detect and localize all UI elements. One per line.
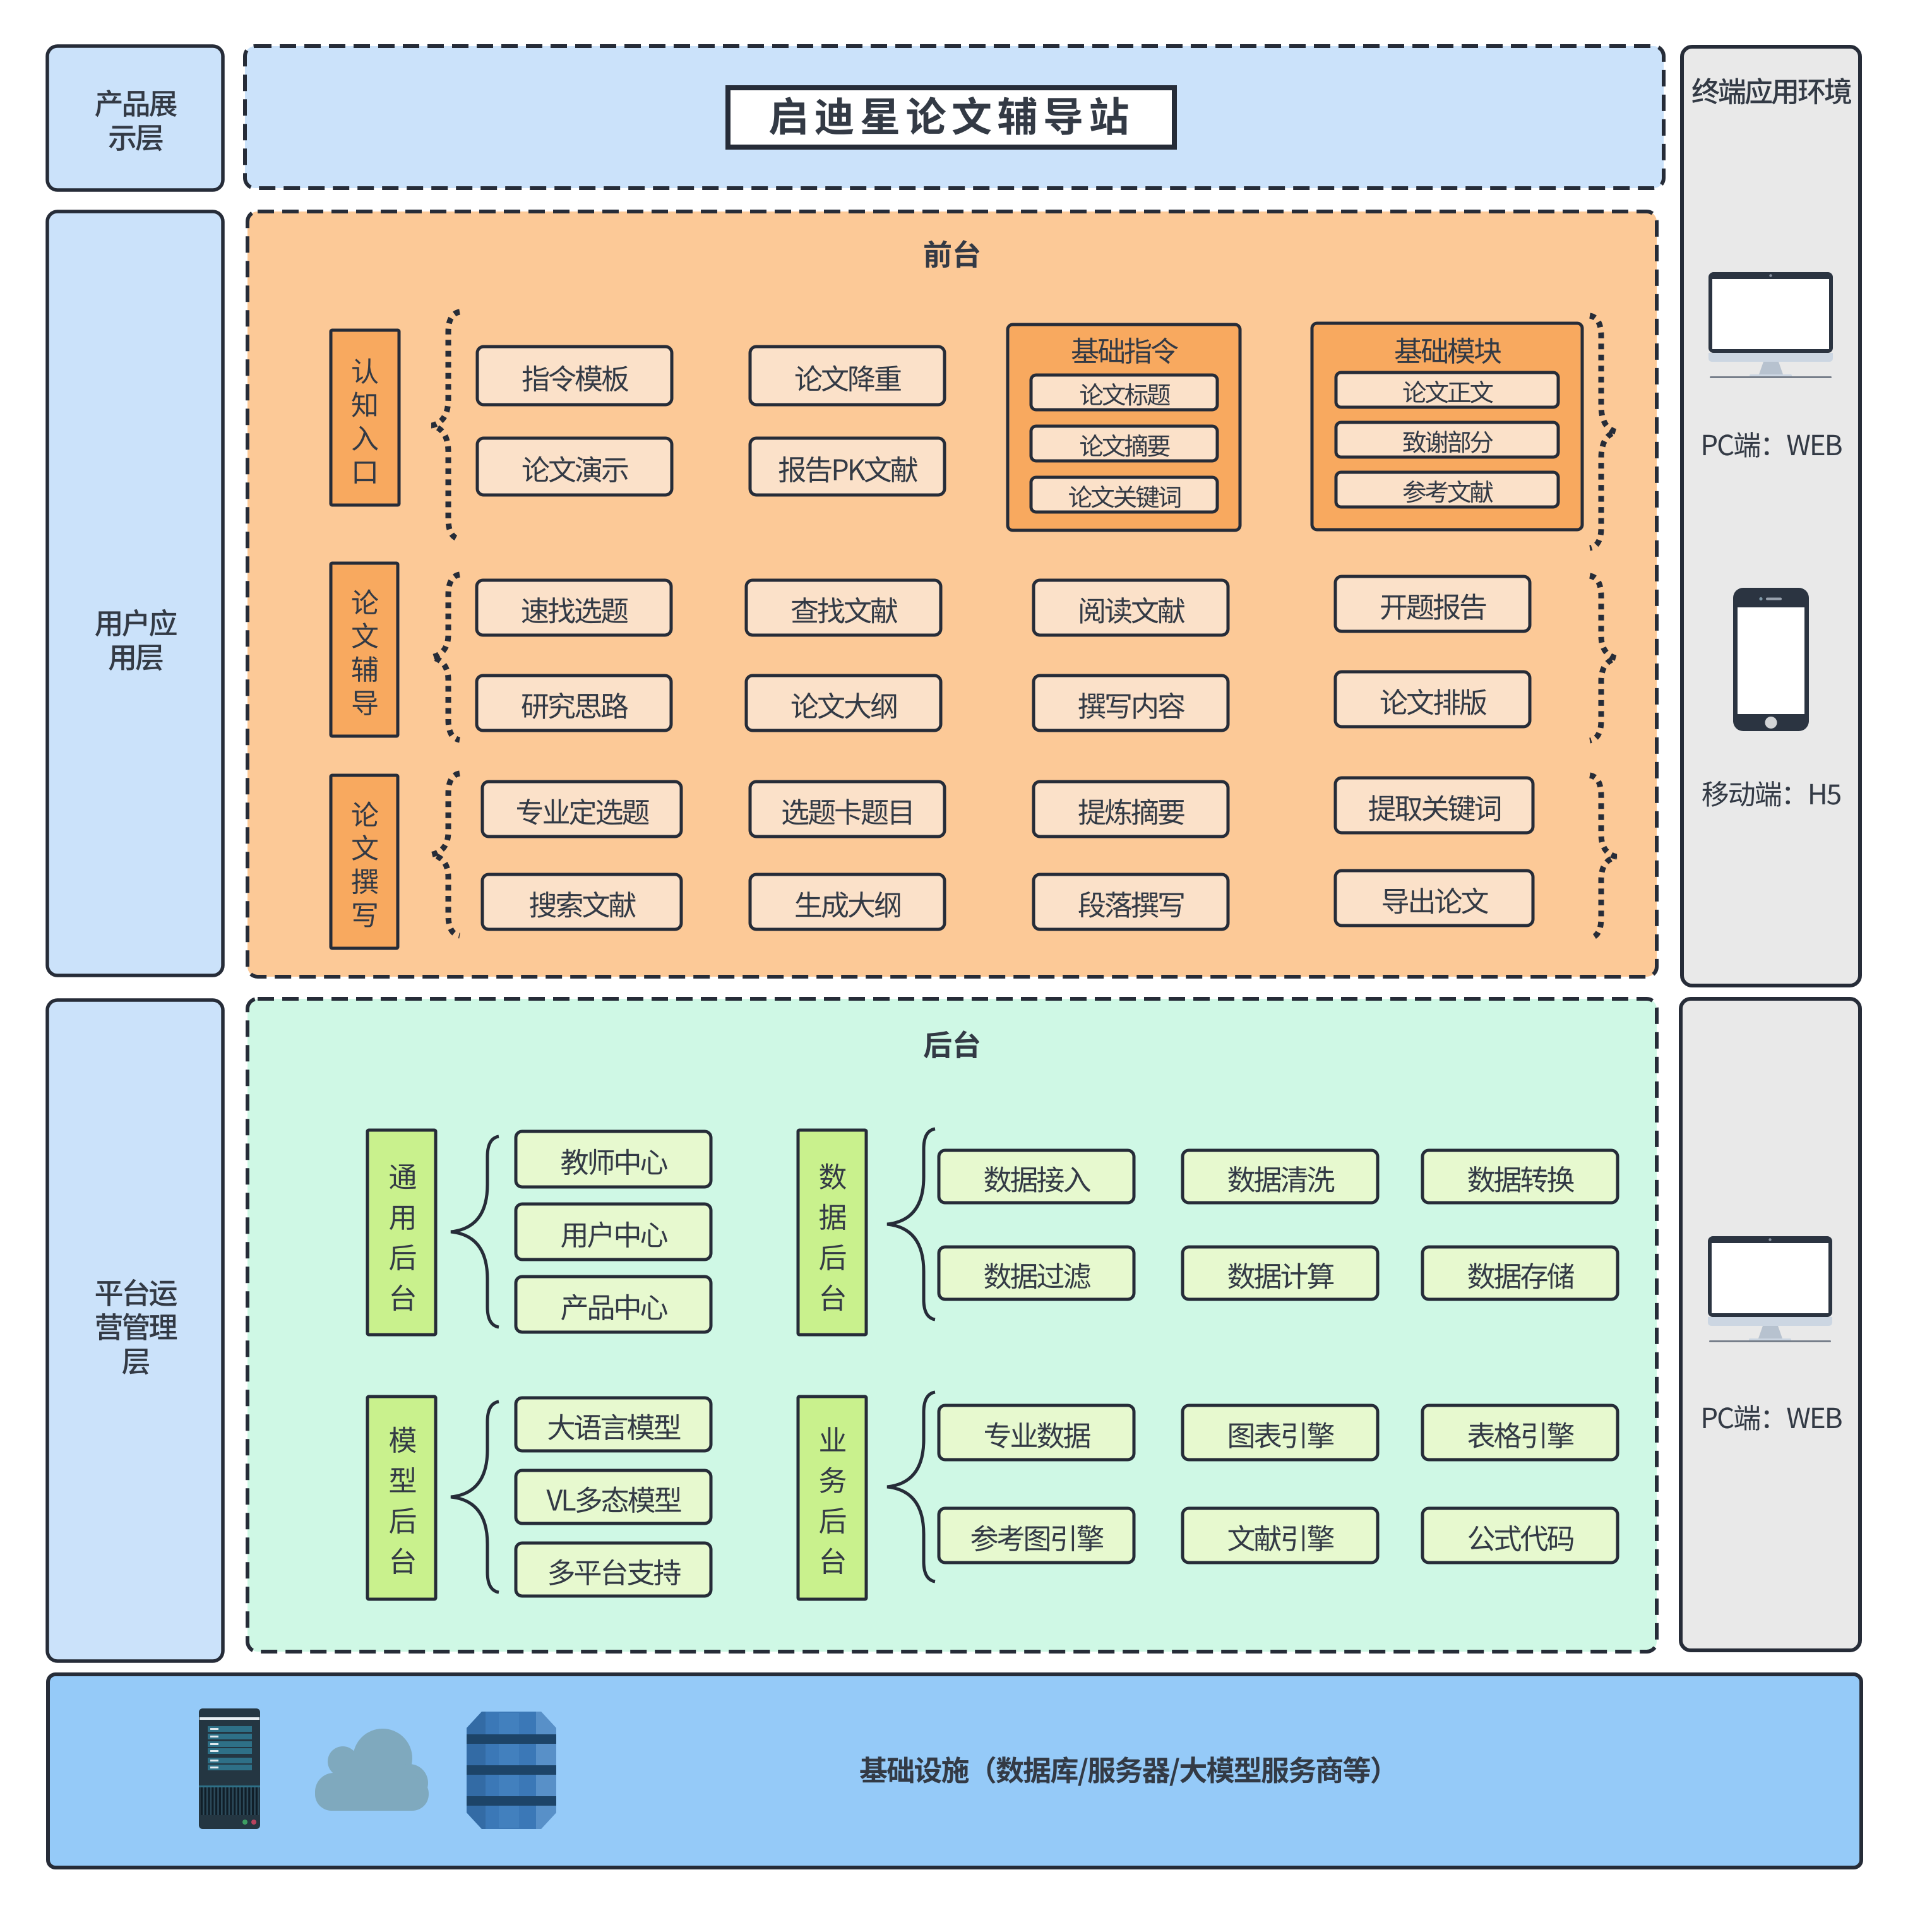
svg-text:表格引擎: 表格引擎 bbox=[1467, 1414, 1574, 1455]
svg-text:基础设施（数据库/服务器/大模型服务商等）: 基础设施（数据库/服务器/大模型服务商等） bbox=[859, 1748, 1397, 1789]
svg-text:平台运: 平台运 bbox=[95, 1271, 177, 1313]
svg-text:口: 口 bbox=[351, 450, 379, 491]
svg-text:论文标题: 论文标题 bbox=[1079, 376, 1171, 412]
svg-text:数据清洗: 数据清洗 bbox=[1227, 1157, 1334, 1198]
svg-text:后台: 后台 bbox=[923, 1023, 981, 1064]
svg-text:通: 通 bbox=[388, 1155, 417, 1196]
svg-text:专业定选题: 专业定选题 bbox=[515, 790, 649, 831]
svg-text:PC端：WEB: PC端：WEB bbox=[1700, 1396, 1841, 1436]
svg-text:论文排版: 论文排版 bbox=[1380, 680, 1487, 721]
svg-text:专业数据: 专业数据 bbox=[983, 1414, 1090, 1455]
svg-text:台: 台 bbox=[818, 1276, 847, 1317]
svg-text:导: 导 bbox=[351, 681, 379, 722]
svg-text:基础指令: 基础指令 bbox=[1071, 329, 1178, 370]
svg-text:模: 模 bbox=[388, 1418, 417, 1459]
svg-text:文: 文 bbox=[351, 826, 379, 867]
svg-text:基础模块: 基础模块 bbox=[1394, 329, 1501, 370]
svg-text:导出论文: 导出论文 bbox=[1381, 879, 1488, 920]
svg-text:型: 型 bbox=[388, 1458, 417, 1499]
svg-text:开题报告: 开题报告 bbox=[1380, 585, 1486, 626]
svg-text:辅: 辅 bbox=[351, 648, 379, 688]
svg-text:用: 用 bbox=[388, 1195, 417, 1236]
svg-text:后: 后 bbox=[388, 1499, 417, 1540]
svg-text:生成大纲: 生成大纲 bbox=[794, 883, 900, 924]
svg-text:数据接入: 数据接入 bbox=[983, 1157, 1090, 1198]
svg-text:研究思路: 研究思路 bbox=[521, 684, 628, 725]
svg-text:段落撰写: 段落撰写 bbox=[1078, 883, 1184, 924]
svg-text:用户中心: 用户中心 bbox=[560, 1213, 667, 1254]
svg-text:后: 后 bbox=[388, 1236, 417, 1277]
svg-text:公式代码: 公式代码 bbox=[1467, 1517, 1573, 1558]
svg-text:提取关键词: 提取关键词 bbox=[1368, 786, 1500, 827]
svg-text:撰: 撰 bbox=[351, 860, 379, 900]
svg-text:速找选题: 速找选题 bbox=[521, 588, 628, 629]
svg-text:大语言模型: 大语言模型 bbox=[547, 1405, 680, 1446]
svg-text:论: 论 bbox=[351, 793, 379, 833]
svg-text:参考图引擎: 参考图引擎 bbox=[970, 1517, 1104, 1558]
svg-text:示层: 示层 bbox=[108, 116, 163, 157]
svg-text:选题卡题目: 选题卡题目 bbox=[781, 790, 914, 831]
svg-text:产品中心: 产品中心 bbox=[560, 1285, 667, 1326]
svg-text:数据过滤: 数据过滤 bbox=[983, 1254, 1090, 1295]
svg-text:后: 后 bbox=[818, 1499, 847, 1540]
svg-text:终端应用环境: 终端应用环境 bbox=[1691, 69, 1852, 110]
svg-text:阅读文献: 阅读文献 bbox=[1078, 588, 1185, 629]
svg-text:参考文献: 参考文献 bbox=[1402, 474, 1493, 509]
svg-text:用户应: 用户应 bbox=[95, 601, 177, 643]
svg-text:图表引擎: 图表引擎 bbox=[1227, 1414, 1334, 1455]
svg-text:数: 数 bbox=[818, 1155, 847, 1196]
svg-text:论文摘要: 论文摘要 bbox=[1079, 427, 1170, 463]
svg-text:报告PK文献: 报告PK文献 bbox=[778, 448, 918, 489]
svg-text:论: 论 bbox=[351, 581, 379, 621]
svg-text:指令模板: 指令模板 bbox=[522, 357, 629, 398]
svg-text:前台: 前台 bbox=[923, 232, 981, 274]
svg-text:论文正文: 论文正文 bbox=[1402, 374, 1494, 409]
svg-text:台: 台 bbox=[818, 1539, 847, 1580]
svg-text:论文降重: 论文降重 bbox=[794, 357, 901, 398]
svg-text:务: 务 bbox=[818, 1458, 847, 1499]
svg-text:业: 业 bbox=[818, 1418, 847, 1459]
svg-text:教师中心: 教师中心 bbox=[560, 1140, 667, 1181]
svg-text:提炼摘要: 提炼摘要 bbox=[1078, 790, 1184, 831]
svg-text:台: 台 bbox=[388, 1539, 417, 1580]
svg-text:移动端：H5: 移动端：H5 bbox=[1702, 772, 1841, 813]
svg-text:撰写内容: 撰写内容 bbox=[1078, 684, 1185, 725]
svg-text:数据计算: 数据计算 bbox=[1227, 1254, 1333, 1295]
svg-text:入: 入 bbox=[351, 417, 379, 457]
svg-text:数据转换: 数据转换 bbox=[1467, 1157, 1574, 1198]
svg-text:文献引擎: 文献引擎 bbox=[1227, 1517, 1334, 1558]
svg-text:层: 层 bbox=[122, 1339, 150, 1381]
svg-text:VL多态模型: VL多态模型 bbox=[546, 1478, 681, 1519]
svg-text:论文大纲: 论文大纲 bbox=[790, 684, 897, 725]
svg-text:PC端：WEB: PC端：WEB bbox=[1700, 423, 1841, 463]
svg-text:知: 知 bbox=[351, 383, 379, 424]
svg-text:产品展: 产品展 bbox=[95, 81, 177, 123]
svg-text:后: 后 bbox=[818, 1236, 847, 1277]
svg-text:营管理: 营管理 bbox=[95, 1305, 177, 1347]
svg-text:文: 文 bbox=[351, 614, 379, 655]
svg-text:据: 据 bbox=[818, 1195, 847, 1236]
svg-text:多平台支持: 多平台支持 bbox=[547, 1551, 681, 1592]
svg-text:查找文献: 查找文献 bbox=[790, 588, 898, 629]
svg-text:致谢部分: 致谢部分 bbox=[1402, 424, 1493, 459]
svg-text:写: 写 bbox=[351, 893, 379, 934]
svg-text:用层: 用层 bbox=[108, 635, 163, 677]
svg-text:启迪星论文辅导站: 启迪星论文辅导站 bbox=[768, 85, 1135, 143]
svg-text:搜索文献: 搜索文献 bbox=[528, 883, 636, 924]
svg-text:数据存储: 数据存储 bbox=[1467, 1254, 1574, 1295]
svg-text:认: 认 bbox=[351, 350, 379, 390]
svg-text:论文演示: 论文演示 bbox=[522, 448, 628, 489]
svg-text:台: 台 bbox=[388, 1276, 417, 1317]
svg-text:论文关键词: 论文关键词 bbox=[1068, 479, 1181, 514]
